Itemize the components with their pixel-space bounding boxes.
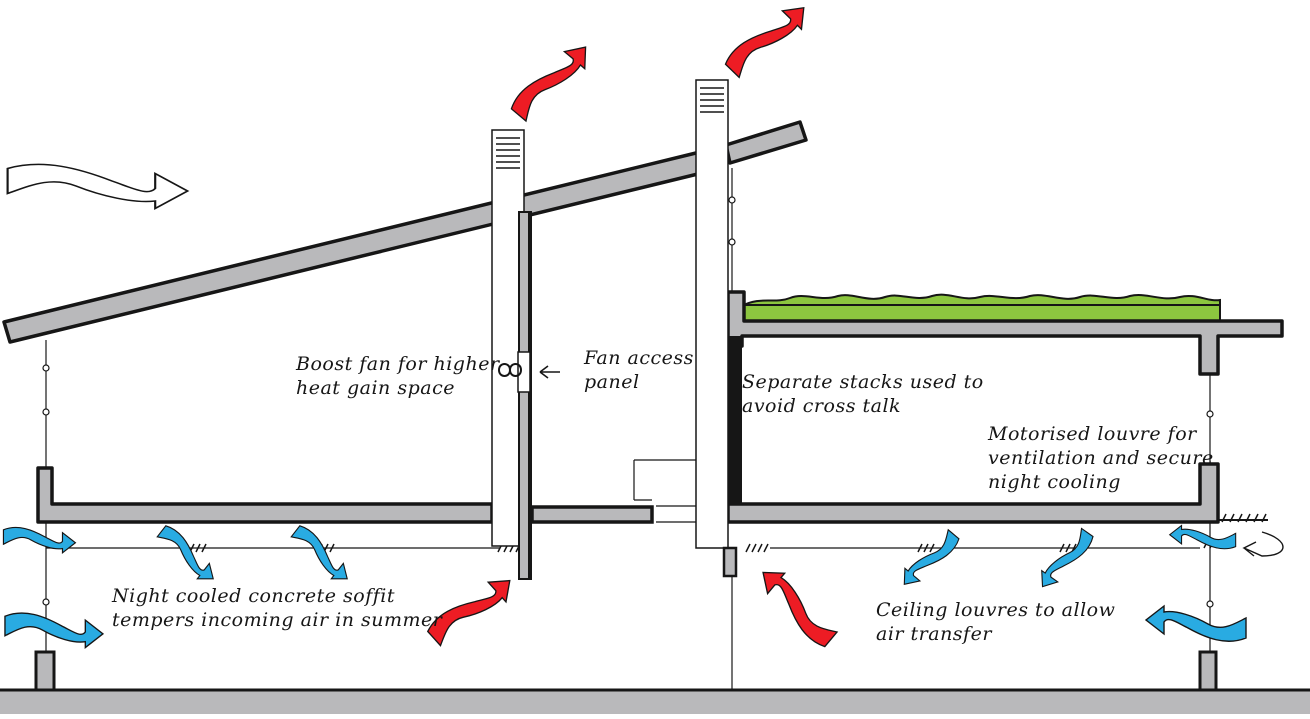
ceiling-louvre-line: [46, 539, 1221, 553]
annotation-line: panel: [584, 371, 640, 393]
cool-air-arrow-icon: [4, 612, 104, 649]
left-floor-slab: [36, 466, 654, 524]
link-canopy: [633, 459, 696, 523]
pitched-roof: [2, 120, 808, 344]
night-cooled-annotation: Night cooled concrete soffit tempers inc…: [112, 584, 442, 632]
fan-access-pointer: [539, 365, 560, 379]
right-building: [726, 290, 1284, 692]
annotation-line: Night cooled concrete soffit: [112, 585, 395, 607]
warm-air-arrow-icon: [749, 561, 846, 650]
annotation-line: Fan access: [584, 347, 694, 369]
fan-icon: [497, 363, 523, 377]
annotation-line: Boost fan for higher: [296, 353, 500, 375]
annotation-line: Motorised louvre for: [988, 423, 1197, 445]
louvre-pointer: [1242, 531, 1284, 557]
annotation-line: Separate stacks used to: [742, 371, 984, 393]
annotation-line: night cooling: [988, 471, 1121, 493]
warm-air-arrow-icon: [508, 33, 597, 130]
cool-air-arrow-icon: [896, 523, 962, 595]
ground-slab: [0, 688, 1310, 714]
annotation-line: avoid cross talk: [742, 395, 902, 417]
fan-access-annotation: Fan access panel: [584, 346, 694, 394]
separate-stacks-annotation: Separate stacks used to avoid cross talk: [742, 370, 984, 418]
cool-air-arrow-icon: [285, 523, 357, 588]
cool-air-arrow-icon: [2, 526, 77, 554]
cool-air-arrow-icon: [1033, 523, 1096, 596]
ventilation-stack-right: [695, 79, 738, 690]
annotation-line: heat gain space: [296, 377, 455, 399]
boost-fan-annotation: Boost fan for higher heat gain space: [296, 352, 500, 400]
cool-air-arrow-icon: [1145, 605, 1247, 642]
left-wall: [34, 340, 56, 692]
cool-air-arrow-icon: [151, 523, 223, 588]
annotation-line: ventilation and secure: [988, 447, 1214, 469]
ventilation-stack-left: [491, 129, 532, 580]
annotation-line: tempers incoming air in summer: [112, 609, 443, 631]
ceiling-louvres-annotation: Ceiling louvres to allow air transfer: [876, 598, 1115, 646]
wind-direction-arrow-icon: [6, 163, 189, 210]
cool-air-arrow-icon: [1169, 524, 1237, 550]
warm-air-arrow-icon: [722, 0, 815, 86]
motorised-louvre-annotation: Motorised louvre for ventilation and sec…: [988, 422, 1214, 494]
annotation-line: Ceiling louvres to allow: [876, 599, 1116, 621]
annotation-line: air transfer: [876, 623, 992, 645]
